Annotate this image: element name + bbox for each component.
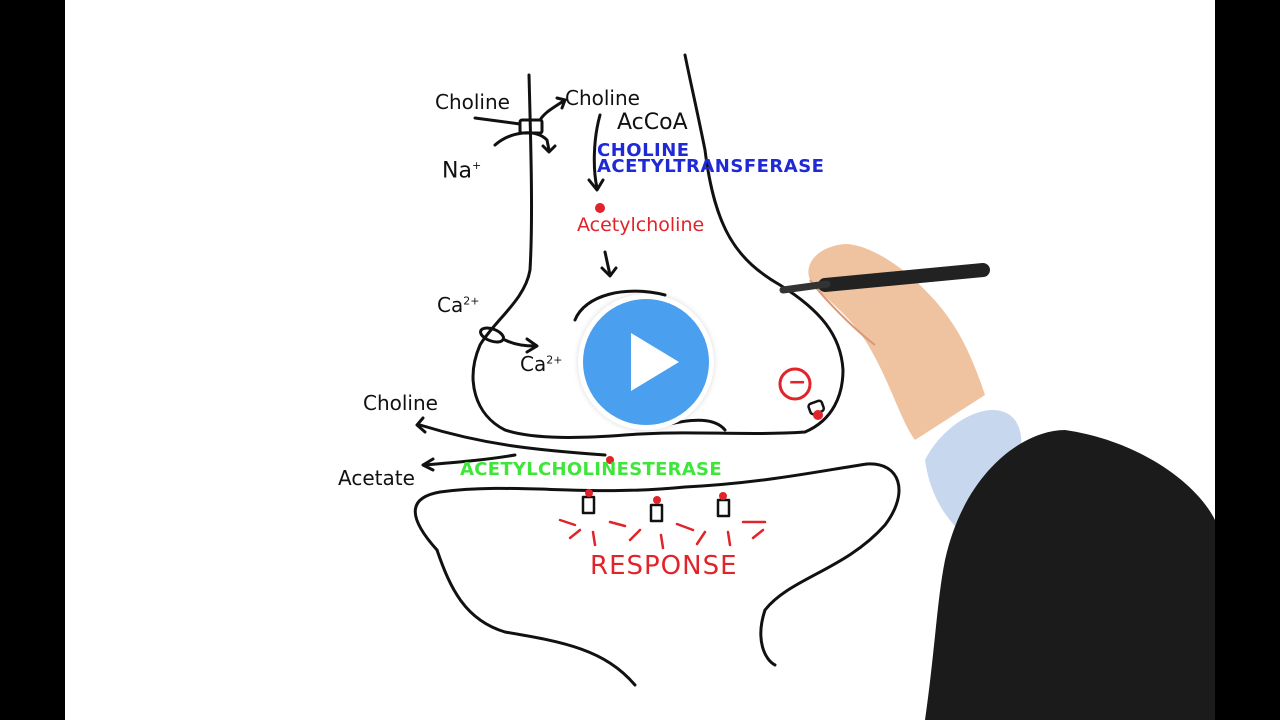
calcium-inside-charge: 2+ [546, 353, 563, 367]
sodium-arrow [493, 131, 551, 152]
label-calcium-inside: Ca2+ [520, 354, 562, 374]
label-inhibition-sign: − [788, 370, 807, 395]
play-icon [631, 333, 679, 391]
hand-with-marker [779, 244, 1215, 720]
inhibition-circle [778, 367, 812, 401]
calcium-outside-charge: 2+ [463, 294, 480, 308]
synapse-drawing [413, 53, 1215, 720]
label-acetate: Acetate [338, 466, 415, 490]
receptor-2 [649, 503, 664, 523]
response-rays [558, 518, 767, 550]
cleft-molecule [606, 456, 614, 464]
label-sodium: Na+ [442, 160, 481, 182]
label-acetylcholine: Acetylcholine [577, 214, 705, 236]
label-enzyme-line2: ACETYLTRANSFERASE [597, 156, 825, 177]
bound-molecule-3 [719, 492, 727, 500]
synthesis-arrow [592, 113, 602, 190]
bound-molecule-1 [585, 489, 593, 497]
label-choline-extracellular: Choline [435, 90, 510, 114]
autoreceptor-molecule [813, 410, 823, 420]
label-accoa: AcCoA [617, 110, 688, 135]
label-response: RESPONSE [590, 551, 738, 581]
receptor-1 [581, 495, 596, 515]
label-choline-recycled: Choline [363, 391, 438, 415]
postsynaptic-membrane [413, 462, 901, 667]
sodium-charge: + [471, 159, 482, 172]
play-button[interactable] [578, 294, 714, 430]
vesicle-arrow [603, 250, 612, 277]
calcium-outside-symbol: Ca [437, 293, 464, 317]
calcium-influx-arrow [503, 338, 537, 348]
acetylcholine-molecule [595, 203, 605, 213]
choline-recycle-arrow [418, 423, 607, 457]
postsynaptic-lower-left [435, 548, 637, 687]
bound-molecule-2 [653, 496, 661, 504]
calcium-channel [479, 326, 505, 344]
acetate-arrow [423, 453, 517, 467]
receptor-3 [716, 498, 731, 518]
label-choline-intracellular: Choline [565, 86, 640, 110]
vesicle-outline [573, 289, 667, 322]
label-acetylcholinesterase: ACETYLCHOLINESTERASE [460, 459, 722, 480]
presynaptic-membrane [471, 53, 845, 439]
calcium-inside-symbol: Ca [520, 352, 547, 376]
choline-out-arrow [538, 98, 567, 122]
choline-uptake-line [473, 116, 522, 126]
whiteboard-canvas: Choline Choline Na+ AcCoA CHOLINE ACETYL… [65, 0, 1215, 720]
sodium-symbol: Na [442, 158, 472, 184]
label-calcium-outside: Ca2+ [437, 295, 479, 315]
label-enzyme-line1: CHOLINE [597, 140, 690, 161]
